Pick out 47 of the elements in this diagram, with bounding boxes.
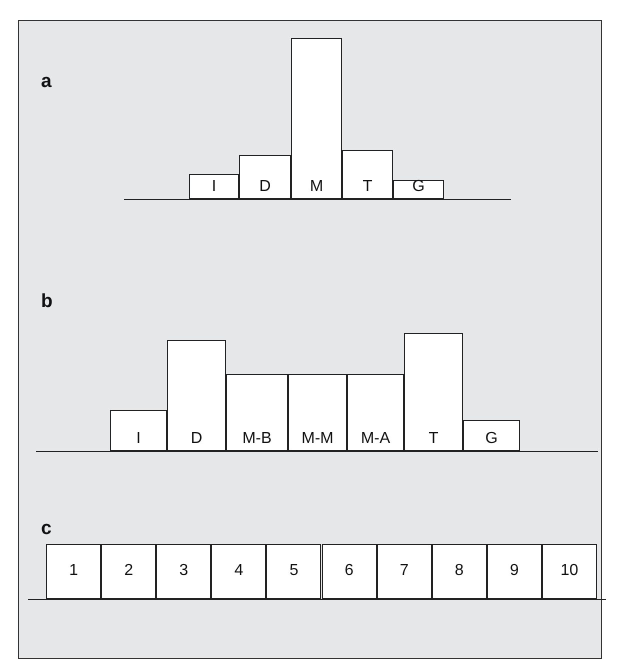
segment-box bbox=[266, 544, 322, 599]
bar-label: I bbox=[136, 430, 141, 448]
segment-box bbox=[46, 544, 102, 599]
histogram-bar bbox=[110, 410, 167, 451]
bar-label: G bbox=[485, 430, 498, 448]
bar-label: 3 bbox=[179, 562, 188, 580]
histogram-bar bbox=[239, 155, 291, 199]
bar-label: M bbox=[310, 178, 324, 196]
panel-letter: a bbox=[41, 71, 52, 93]
segment-box bbox=[432, 544, 487, 599]
histogram-bar bbox=[189, 174, 239, 199]
bar-label: 8 bbox=[454, 562, 464, 580]
histogram-bar bbox=[288, 374, 347, 451]
segment-box bbox=[156, 544, 212, 599]
bar-label: 7 bbox=[400, 562, 409, 580]
bar-label: T bbox=[428, 430, 438, 448]
histogram-bar bbox=[291, 38, 342, 199]
bar-label: 9 bbox=[510, 562, 519, 580]
panel-letter: b bbox=[41, 291, 53, 313]
histogram-bar bbox=[347, 374, 404, 451]
bar-label: I bbox=[212, 178, 216, 196]
bar-label: T bbox=[362, 178, 372, 196]
bar-label: 1 bbox=[69, 562, 78, 580]
bar-label: 5 bbox=[289, 562, 298, 580]
histogram-bar bbox=[342, 150, 393, 199]
bar-label: 4 bbox=[234, 562, 244, 580]
bar-label: 2 bbox=[124, 562, 134, 580]
bar-label: D bbox=[190, 430, 202, 448]
histogram-bar bbox=[404, 333, 463, 451]
segment-box bbox=[376, 544, 432, 599]
segment-box bbox=[542, 544, 597, 599]
bar-label: M-M bbox=[302, 430, 334, 448]
segment-box bbox=[101, 544, 156, 599]
bar-label: D bbox=[259, 178, 271, 196]
bar-label: 10 bbox=[560, 562, 578, 580]
histogram-bar bbox=[226, 374, 288, 451]
segment-box bbox=[322, 544, 377, 599]
bar-label: M-B bbox=[242, 430, 272, 448]
segment-box bbox=[211, 544, 266, 599]
segment-box bbox=[486, 544, 542, 599]
histogram-bar bbox=[463, 420, 520, 451]
bar-label: G bbox=[412, 178, 425, 196]
histogram-bar bbox=[167, 340, 226, 451]
bar-label: 6 bbox=[344, 562, 354, 580]
bar-label: M-A bbox=[360, 430, 390, 448]
panel-letter: c bbox=[41, 518, 52, 540]
histogram-bar bbox=[393, 180, 444, 199]
